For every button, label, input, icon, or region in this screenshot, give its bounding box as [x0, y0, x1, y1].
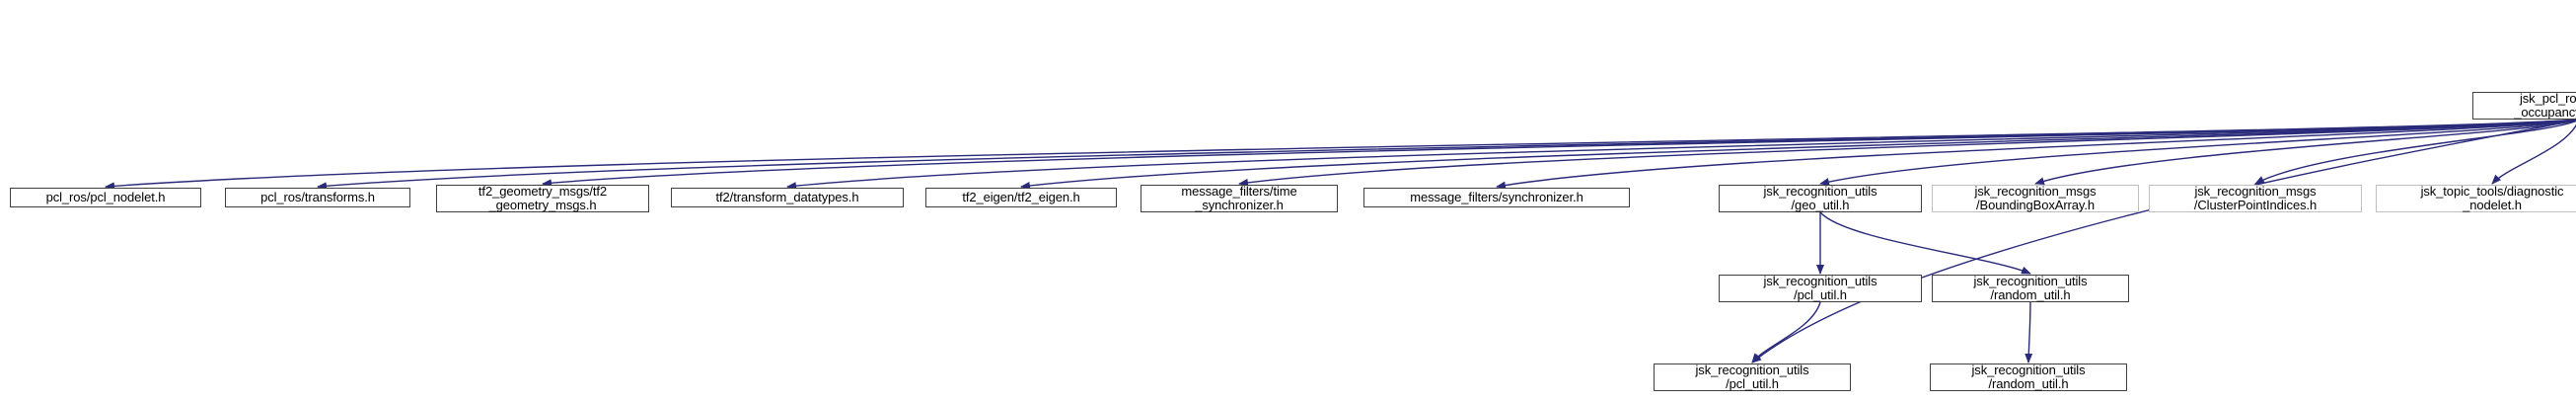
graph-node-pcl_util_leaf[interactable]: jsk_recognition_utils /pcl_util.h	[1654, 364, 1851, 391]
graph-node-label: jsk_recognition_msgs /BoundingBoxArray.h	[1974, 184, 2097, 212]
graph-node-label: jsk_topic_tools/diagnostic _nodelet.h	[2420, 184, 2564, 212]
graph-edge-cod_h-to-pcl_nodelet	[105, 119, 2576, 191]
graph-node-label: message_filters/synchronizer.h	[1410, 190, 1583, 204]
graph-edge-pcl_util_mid-to-pcl_util_leaf	[1751, 301, 1821, 364]
graph-node-label: tf2_geometry_msgs/tf2 _geometry_msgs.h	[478, 184, 608, 212]
graph-edge-geo_util-to-random_util_mid	[1819, 211, 2031, 275]
graph-node-label: jsk_recognition_utils /pcl_util.h	[1763, 274, 1877, 302]
graph-node-diag_nodelet[interactable]: jsk_topic_tools/diagnostic _nodelet.h	[2376, 185, 2576, 212]
graph-node-pcl_nodelet[interactable]: pcl_ros/pcl_nodelet.h	[10, 188, 201, 207]
graph-edge-cod_h-to-geo_util	[1819, 119, 2576, 186]
graph-node-random_util_leaf[interactable]: jsk_recognition_utils /random_util.h	[1930, 364, 2127, 391]
graph-node-tf2_datatypes[interactable]: tf2/transform_datatypes.h	[671, 188, 904, 207]
graph-edge-cod_h-to-tf2_eigen	[1020, 119, 2576, 190]
graph-node-mf_timesync[interactable]: message_filters/time _synchronizer.h	[1141, 185, 1338, 212]
graph-node-pcl_util_mid[interactable]: jsk_recognition_utils /pcl_util.h	[1719, 275, 1922, 302]
graph-node-label: tf2_eigen/tf2_eigen.h	[962, 190, 1080, 204]
graph-node-bbox_array[interactable]: jsk_recognition_msgs /BoundingBoxArray.h	[1932, 185, 2139, 212]
graph-node-label: jsk_recognition_utils /pcl_util.h	[1695, 363, 1809, 391]
graph-edge-cod_h-to-mf_timesync	[1238, 119, 2576, 187]
graph-edge-cod_h-to-transforms	[317, 119, 2576, 191]
graph-node-label: jsk_pcl_ros/container _occupancy_detecto…	[2514, 91, 2576, 120]
graph-node-label: jsk_recognition_utils /random_util.h	[1973, 274, 2088, 302]
graph-node-random_util_mid[interactable]: jsk_recognition_utils /random_util.h	[1932, 275, 2129, 302]
graph-edge-cod_h-to-tf2_geom_msgs	[542, 119, 2576, 188]
graph-node-label: pcl_ros/transforms.h	[260, 190, 375, 204]
graph-node-label: jsk_recognition_msgs /ClusterPointIndice…	[2193, 184, 2318, 212]
graph-edge-cod_h-to-diag_nodelet	[2491, 123, 2576, 185]
graph-node-cluster_indices[interactable]: jsk_recognition_msgs /ClusterPointIndice…	[2149, 185, 2362, 212]
graph-edge-cod_h-to-mf_sync	[1496, 119, 2576, 190]
graph-node-label: message_filters/time _synchronizer.h	[1181, 184, 1297, 212]
graph-edge-random_util_mid-to-random_util_leaf	[2024, 301, 2033, 364]
graph-node-tf2_eigen[interactable]: tf2_eigen/tf2_eigen.h	[925, 188, 1117, 207]
graph-node-label: jsk_recognition_utils /random_util.h	[1971, 363, 2086, 391]
graph-node-tf2_geom_msgs[interactable]: tf2_geometry_msgs/tf2 _geometry_msgs.h	[436, 185, 649, 212]
graph-edge-cod_h-to-bbox_array	[2034, 120, 2576, 186]
graph-node-label: tf2/transform_datatypes.h	[715, 190, 859, 204]
graph-node-cod_h[interactable]: jsk_pcl_ros/container _occupancy_detecto…	[2472, 92, 2576, 120]
graph-node-label: pcl_ros/pcl_nodelet.h	[45, 190, 166, 204]
graph-edge-cod_h-to-cluster_indices	[2254, 120, 2576, 185]
graph-node-mf_sync[interactable]: message_filters/synchronizer.h	[1363, 188, 1630, 207]
graph-edge-cod_h-to-pcl_util_leaf	[1751, 119, 2576, 364]
graph-node-transforms[interactable]: pcl_ros/transforms.h	[225, 188, 410, 207]
graph-node-label: jsk_recognition_utils /geo_util.h	[1763, 184, 1877, 212]
graph-edge-cod_h-to-tf2_datatypes	[786, 119, 2576, 191]
graph-node-geo_util[interactable]: jsk_recognition_utils /geo_util.h	[1719, 185, 1922, 212]
